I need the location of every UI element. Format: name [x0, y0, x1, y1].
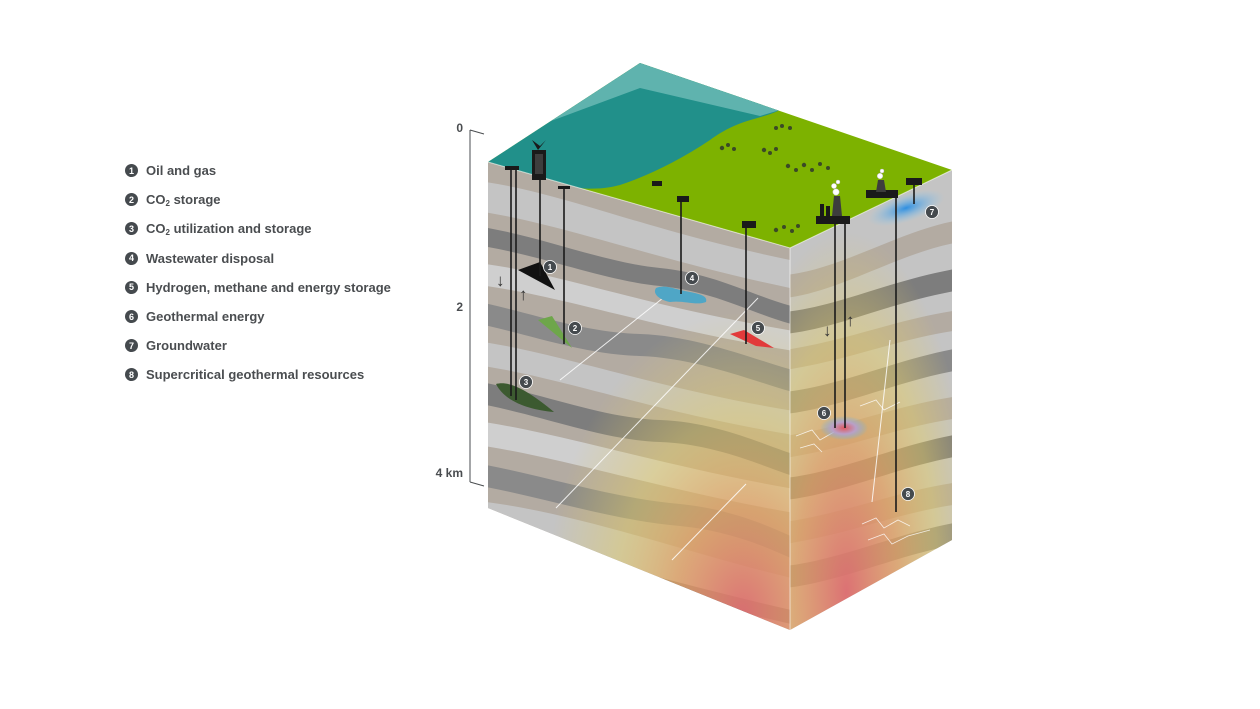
legend-item: 4 Wastewater disposal	[125, 244, 391, 273]
legend-item: 1 Oil and gas	[125, 156, 391, 185]
marker-3: 3	[519, 375, 533, 389]
surface-structures	[505, 140, 922, 228]
legend-label: Geothermal energy	[146, 309, 265, 325]
legend-number: 3	[125, 222, 138, 236]
fault-line	[671, 483, 747, 561]
svg-text:8: 8	[906, 490, 911, 499]
marker-5: 5	[751, 321, 765, 335]
reservoir-wastewater	[654, 286, 707, 304]
marker-6: 6	[817, 406, 831, 420]
svg-text:7: 7	[930, 208, 935, 217]
marker-7: 7	[925, 205, 939, 219]
steam-plumes	[831, 168, 885, 196]
legend-item: 5 Hydrogen, methane and energy storage	[125, 273, 391, 302]
marker-4: 4	[685, 271, 699, 285]
legend-label: Oil and gas	[146, 163, 217, 179]
arrow-down-left: ↓	[496, 271, 505, 290]
legend-item: 2 CO2 storage	[125, 185, 391, 214]
depth-label-top: 0	[456, 121, 463, 135]
svg-text:3: 3	[524, 378, 529, 387]
depth-label-middle: 2	[456, 300, 463, 314]
legend-label: Supercritical geothermal resources	[146, 367, 365, 383]
legend-label: Wastewater disposal	[146, 250, 275, 266]
trees	[719, 124, 830, 233]
wells	[510, 168, 915, 512]
arrow-down-right: ↓	[823, 321, 832, 340]
svg-text:6: 6	[822, 409, 827, 418]
depth-scale: 0 2 4 km	[436, 121, 485, 487]
reservoir-groundwater	[867, 189, 945, 227]
legend-number: 7	[125, 339, 138, 353]
legend: 1 Oil and gas 2 CO2 storage 3 CO2 utilizati…	[125, 156, 391, 390]
fault-line	[555, 297, 759, 509]
marker-1: 1	[543, 260, 557, 274]
legend-item: 7 Groundwater	[125, 331, 391, 360]
legend-item: 6 Geothermal energy	[125, 302, 391, 331]
fault-line	[559, 293, 669, 381]
sea-shallow	[488, 63, 780, 162]
legend-number: 5	[125, 280, 138, 294]
legend-item: 3 CO2 utilization and storage	[125, 214, 391, 243]
marker-2: 2	[568, 321, 582, 335]
fault-line	[871, 339, 891, 503]
legend-label: Groundwater	[146, 338, 227, 354]
legend-number: 1	[125, 164, 138, 178]
legend-number: 2	[125, 193, 138, 207]
fracture-network	[795, 399, 931, 545]
legend-item: 8 Supercritical geothermal resources	[125, 360, 391, 389]
legend-number: 4	[125, 251, 138, 265]
reservoir-geothermal	[820, 416, 868, 440]
svg-text:4: 4	[690, 274, 695, 283]
legend-label: CO2 utilization and storage	[146, 220, 312, 237]
marker-8: 8	[901, 487, 915, 501]
arrow-up-left: ↑	[519, 285, 528, 304]
svg-text:5: 5	[756, 324, 761, 333]
reservoir-hydrogen	[730, 330, 774, 348]
legend-number: 6	[125, 310, 138, 324]
svg-text:2: 2	[573, 324, 578, 333]
legend-label: Hydrogen, methane and energy storage	[146, 279, 391, 295]
heat-zone	[790, 170, 952, 630]
right-face-strata	[790, 170, 952, 630]
legend-number: 8	[125, 368, 138, 382]
svg-text:1: 1	[548, 263, 553, 272]
depth-label-bottom: 4 km	[436, 466, 463, 480]
reservoir-oil-gas	[518, 262, 555, 290]
legend-label: CO2 storage	[146, 191, 221, 208]
arrow-up-right: ↑	[846, 311, 855, 330]
